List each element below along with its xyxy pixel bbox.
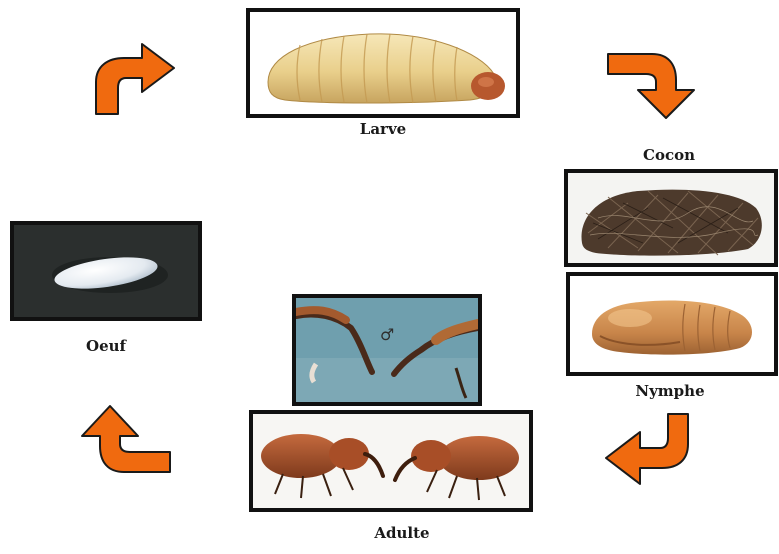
egg-image xyxy=(10,221,202,321)
cocoon-label: Cocon xyxy=(632,146,706,164)
larva-image xyxy=(246,8,520,118)
male-symbol: ♂ xyxy=(380,325,394,344)
cocoon-image xyxy=(564,169,778,267)
pupa-label: Nymphe xyxy=(620,382,720,400)
curved-arrow-icon xyxy=(88,40,178,120)
pupa-image xyxy=(566,272,778,376)
adult-label: Adulte xyxy=(357,524,447,542)
adult-head-detail-image: ♂ xyxy=(292,294,482,406)
egg-label: Oeuf xyxy=(66,337,146,355)
curved-arrow-icon xyxy=(600,410,694,488)
adult-pair-image xyxy=(249,410,533,512)
larva-label: Larve xyxy=(346,120,420,138)
curved-arrow-icon xyxy=(604,50,700,122)
curved-arrow-icon xyxy=(78,400,174,476)
